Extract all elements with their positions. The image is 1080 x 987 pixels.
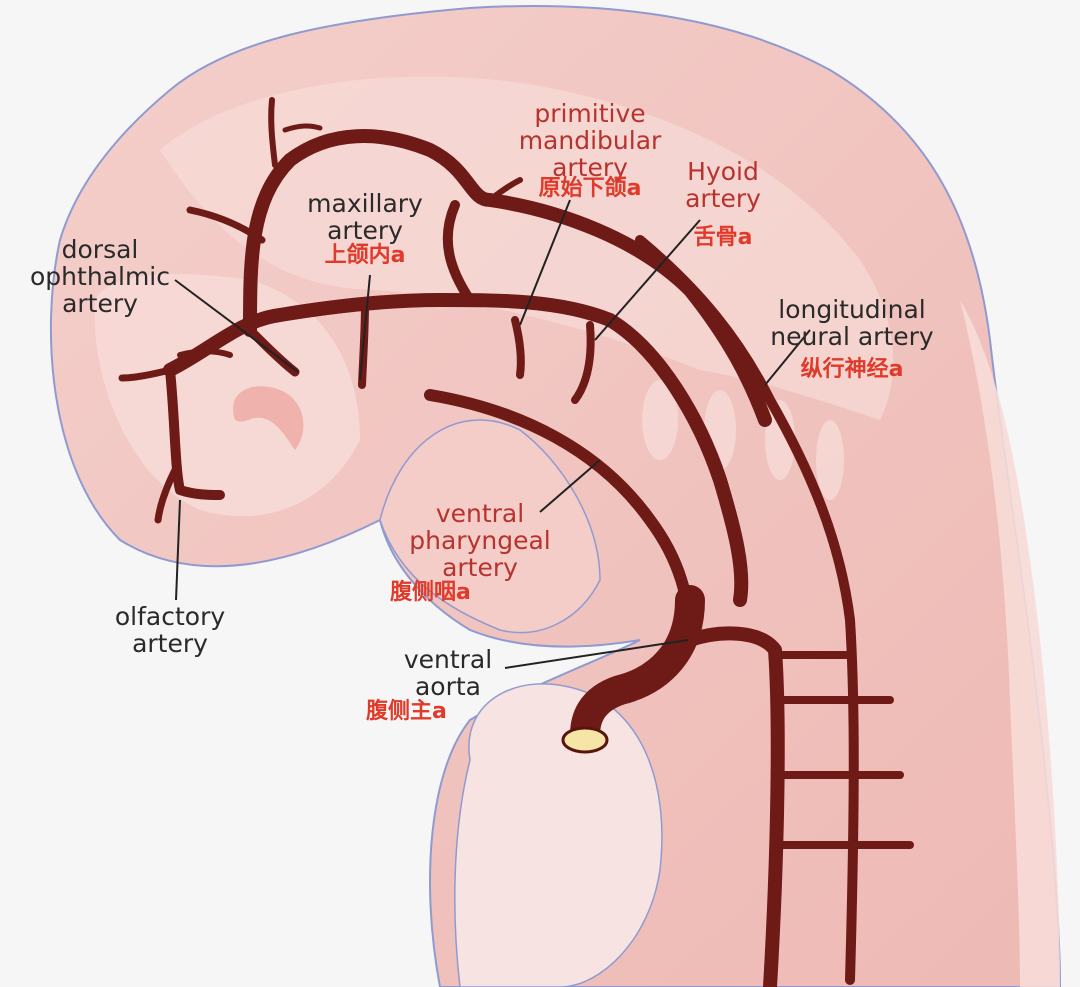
maxillary-artery-label: maxillary artery 上颌内a (300, 190, 430, 268)
dorsal-aorta (683, 626, 785, 987)
maxillary-loop (442, 200, 475, 305)
hyoid-cn: 舌骨a (693, 225, 753, 250)
olfactory-artery-label: olfactory artery (100, 603, 240, 657)
leader-lines (174, 199, 811, 669)
brain-light-region (160, 76, 894, 420)
primitive-mandibular-en: primitive mandibular artery (518, 99, 662, 182)
maxillary-en: maxillary artery (307, 189, 423, 245)
spine-band (960, 300, 1060, 987)
eye-cup (233, 386, 304, 450)
longitudinal-neural-cn: 纵行神经a (800, 357, 904, 382)
longitudinal-neural-artery-label: longitudinal neural artery 纵行神经a (752, 296, 952, 382)
arteries (118, 97, 914, 987)
somites (642, 380, 844, 500)
ventral-aorta-en: ventral aorta (403, 645, 493, 701)
hyoid-artery-label: Hyoid artery 舌骨a (668, 158, 778, 250)
aorta-lumen (561, 726, 609, 754)
ventral-pharyngeal-cn: 腹侧咽a (390, 580, 471, 605)
ventral-aorta-cn: 腹侧主a (366, 699, 447, 724)
maxillary-cn: 上颌内a (324, 243, 406, 268)
hyoid-en: Hyoid artery (685, 157, 761, 213)
ventral-pharyngeal-artery-label: ventral pharyngeal artery 腹侧咽a (390, 499, 565, 605)
head-light-region (94, 274, 361, 517)
heart-bulge (454, 683, 663, 987)
olfactory-en: olfactory artery (114, 602, 226, 658)
olfactory-artery (165, 365, 225, 500)
primitive-mandibular-artery-label: primitive mandibular artery 原始下颌a (505, 100, 675, 201)
ventral-pharyngeal-en: ventral pharyngeal artery (409, 499, 551, 582)
primitive-mandibular-cn: 原始下颌a (538, 176, 642, 201)
dorsal-ophthalmic-en: dorsal ophthalmic artery (30, 235, 170, 318)
longitudinal-neural-artery (635, 235, 859, 985)
lower-arch-artery (163, 293, 749, 607)
dorsal-ophthalmic-artery-label: dorsal ophthalmic artery (20, 236, 180, 317)
ventral-aorta (570, 585, 705, 750)
longitudinal-neural-en: longitudinal neural artery (770, 295, 934, 351)
pharyngeal-arch (379, 419, 601, 634)
ventral-aorta-label: ventral aorta 腹侧主a (366, 645, 508, 724)
